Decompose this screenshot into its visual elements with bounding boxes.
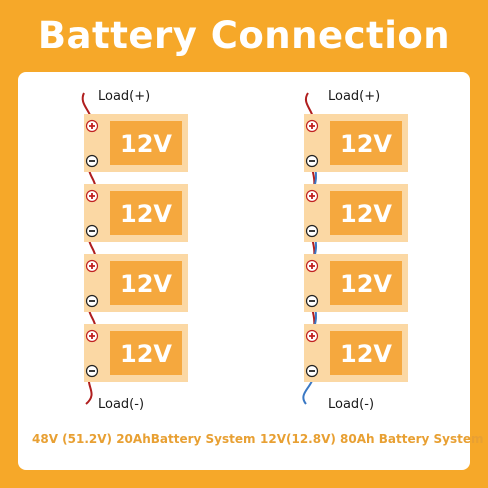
positive-terminal-icon: [305, 329, 319, 343]
left-battery: 12V: [84, 114, 188, 172]
negative-terminal-icon: [305, 294, 319, 308]
positive-terminal-icon: [85, 329, 99, 343]
positive-terminal-icon: [85, 259, 99, 273]
left-battery: 12V: [84, 184, 188, 242]
right-battery: 12V: [304, 114, 408, 172]
left-battery: 12V: [84, 324, 188, 382]
negative-terminal-icon: [305, 224, 319, 238]
battery-voltage-label: 12V: [340, 340, 392, 368]
right-system-caption: 12V(12.8V) 80Ah Battery System: [260, 432, 484, 446]
positive-terminal-icon: [305, 259, 319, 273]
left-system-caption: 48V (51.2V) 20AhBattery System: [32, 432, 256, 446]
battery-label-box: [330, 331, 402, 375]
right-load-negative-label: Load(-): [328, 397, 375, 412]
positive-terminal-icon: [85, 119, 99, 133]
page-title: Battery Connection: [37, 14, 451, 57]
negative-terminal-icon: [85, 364, 99, 378]
negative-terminal-icon: [85, 154, 99, 168]
battery-label-box: [110, 331, 182, 375]
battery-label-box: [330, 191, 402, 235]
positive-terminal-icon: [305, 189, 319, 203]
negative-terminal-icon: [85, 224, 99, 238]
right-load-positive-label: Load(+): [328, 89, 381, 104]
left-load-positive-label: Load(+): [98, 89, 151, 104]
left-battery: 12V: [84, 254, 188, 312]
right-battery: 12V: [304, 324, 408, 382]
battery-label-box: [110, 191, 182, 235]
left-battery-stack: 12V 12V 12V 12V: [84, 114, 188, 382]
battery-voltage-label: 12V: [340, 200, 392, 228]
positive-terminal-icon: [85, 189, 99, 203]
battery-voltage-label: 12V: [120, 200, 172, 228]
right-battery: 12V: [304, 184, 408, 242]
battery-voltage-label: 12V: [340, 130, 392, 158]
battery-voltage-label: 12V: [120, 130, 172, 158]
battery-voltage-label: 12V: [120, 270, 172, 298]
left-load-negative-label: Load(-): [98, 397, 145, 412]
right-battery-stack: 12V 12V 12V 12V: [304, 114, 408, 382]
battery-label-box: [110, 261, 182, 305]
negative-terminal-icon: [305, 154, 319, 168]
negative-terminal-icon: [305, 364, 319, 378]
battery-label-box: [110, 121, 182, 165]
right-battery: 12V: [304, 254, 408, 312]
battery-voltage-label: 12V: [340, 270, 392, 298]
positive-terminal-icon: [305, 119, 319, 133]
battery-voltage-label: 12V: [120, 340, 172, 368]
battery-label-box: [330, 261, 402, 305]
battery-label-box: [330, 121, 402, 165]
negative-terminal-icon: [85, 294, 99, 308]
